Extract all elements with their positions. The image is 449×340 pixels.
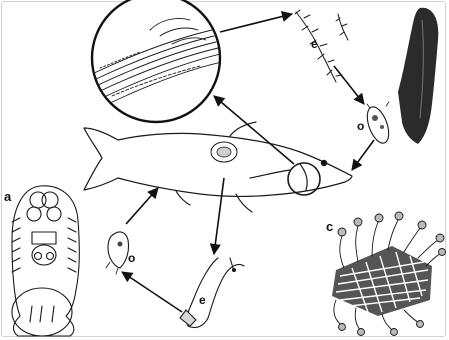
label-oncomiracidium-right: o [357,119,364,133]
arrow-egg-to-larva [122,272,182,312]
arrow-eggs-to-larva [334,66,364,104]
label-egg-top: e [311,37,318,51]
fish-site-egg-icon [211,142,237,162]
fish-eye [321,160,327,166]
panel-label-c: c [326,219,333,234]
host-fish [84,122,352,212]
label-oncomiracidium-left: o [128,251,135,265]
oncomiracidium-right [363,102,393,146]
panel-a-adult-worm [12,186,79,336]
panel-c-gill-colony [332,212,446,336]
label-egg-bottom: e [199,293,206,307]
egg-cluster-top [295,10,348,82]
arrow-fish-to-egg [214,178,224,254]
arrow-gill-to-eggs [220,14,292,32]
egg-bottom [180,258,244,328]
oncomiracidium-left [106,232,129,274]
arrow-larva-to-host [126,188,158,224]
adult-worm-silhouette [398,8,438,144]
gill-region-circle [288,163,320,195]
panel-label-a: a [4,189,12,204]
arrow-larva-to-fish [352,140,374,170]
gill-magnified-view [92,0,222,122]
